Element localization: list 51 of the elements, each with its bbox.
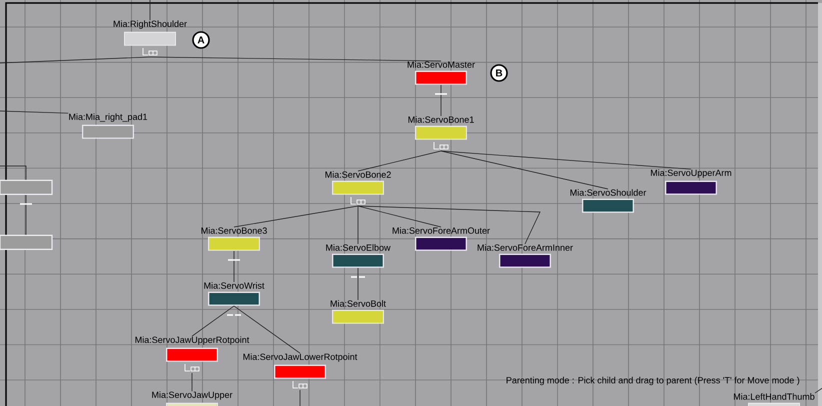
node-box: Mia:Mia_right_pad1 — [69, 113, 148, 139]
node-box: Mia:ServoWrist — [204, 282, 264, 306]
connector-line — [0, 56, 150, 64]
connector-line — [0, 110, 69, 114]
node-label: Mia:ServoWrist — [204, 282, 264, 289]
connector-line — [0, 166, 26, 180]
node-label: Mia:ServoForeArmOuter — [392, 227, 490, 234]
connector-line — [192, 306, 234, 337]
node-label: Mia:ServoForeArmInner — [478, 244, 573, 251]
callout-letter: B — [490, 64, 508, 82]
node-box: Mia:ServoForeArmInner — [478, 244, 573, 268]
node-box: Mia:RightShoulder — [114, 20, 187, 46]
node-label: Mia:Mia_right_pad1 — [69, 113, 148, 122]
connector-line — [440, 150, 692, 170]
node-label: Mia:ServoBone1 — [408, 116, 474, 123]
callout-letter: A — [192, 31, 210, 49]
node-box: Mia:LeftHandThumb — [734, 393, 814, 406]
node-box: Mia:ServoBone3 — [201, 227, 267, 251]
node-box: Mia:ServoBone1 — [408, 116, 474, 140]
node-box — [0, 234, 53, 250]
node-label: Mia:ServoJawLowerRotpoint — [243, 353, 358, 362]
node-label: Mia:ServoJawUpperRotpoint — [135, 336, 250, 345]
node-box: Mia:ServoBone2 — [325, 171, 391, 195]
node-box: Mia:ServoJawUpper — [152, 391, 232, 406]
connector-line — [234, 306, 300, 354]
node-label: Mia:ServoShoulder — [570, 189, 646, 196]
connector-line — [814, 386, 822, 394]
node-label: Mia:LeftHandThumb — [734, 393, 814, 400]
connector-line — [358, 206, 541, 244]
connector-line — [358, 150, 442, 172]
connector-line — [440, 150, 608, 190]
node-box: Mia:ServoElbow — [326, 244, 391, 268]
connector-line — [440, 84, 442, 116]
connector-line — [234, 206, 358, 228]
node-label: Mia:ServoBone3 — [201, 227, 267, 234]
node-label: Mia:ServoJawUpper — [152, 391, 232, 400]
node-box: Mia:ServoJawLowerRotpoint — [243, 353, 358, 379]
node-label: Mia:ServoUpperArm — [650, 169, 732, 178]
node-box: Mia:ServoMaster — [408, 61, 475, 85]
node-box: Mia:ServoShoulder — [570, 189, 646, 213]
status-message: Parenting mode : Pick child and drag to parent (Press 'T' for Move mode ) — [506, 376, 800, 386]
node-box — [0, 180, 53, 195]
node-label: Mia:ServoBone2 — [325, 171, 391, 178]
node-label: Mia:RightShoulder — [114, 20, 187, 29]
node-label: Mia:ServoMaster — [408, 61, 475, 68]
node-label: Mia:ServoBolt — [330, 300, 386, 307]
node-box: Mia:ServoBolt — [330, 300, 386, 324]
connector-line — [358, 206, 442, 228]
node-label: Mia:ServoElbow — [326, 244, 391, 251]
connector-line — [150, 56, 442, 62]
node-box: Mia:ServoUpperArm — [650, 169, 732, 195]
